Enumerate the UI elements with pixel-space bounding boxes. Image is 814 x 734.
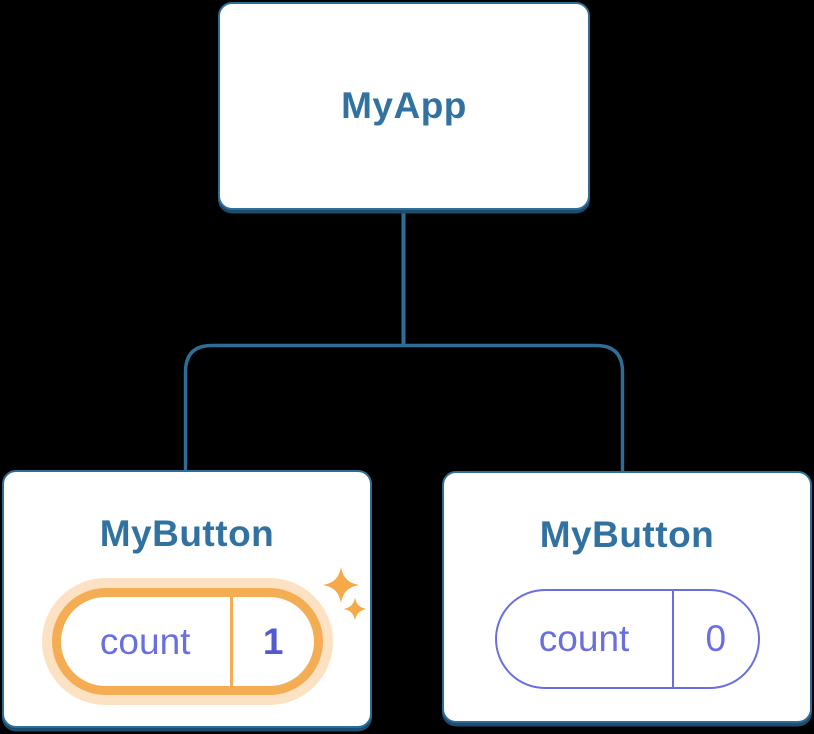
state-value: 0 (705, 618, 727, 659)
pill-divider (671, 591, 675, 687)
state-value: 1 (262, 620, 284, 662)
state-pill-highlighted: count 1 (51, 588, 323, 695)
state-key-label: count (538, 618, 630, 659)
node-mybutton-left: MyButton count 1 (2, 470, 372, 728)
state-key-label: count (99, 620, 191, 662)
node-mybutton-left-label: MyButton (99, 513, 275, 554)
pill-divider (229, 597, 233, 686)
node-mybutton-right: MyButton count 0 (442, 471, 812, 723)
connector-branch (183, 343, 625, 474)
state-pill: count 0 (494, 589, 760, 689)
node-myapp: MyApp (218, 2, 590, 210)
sparkles-icon (323, 567, 367, 621)
node-mybutton-right-label: MyButton (539, 514, 715, 555)
node-myapp-label: MyApp (341, 85, 467, 126)
